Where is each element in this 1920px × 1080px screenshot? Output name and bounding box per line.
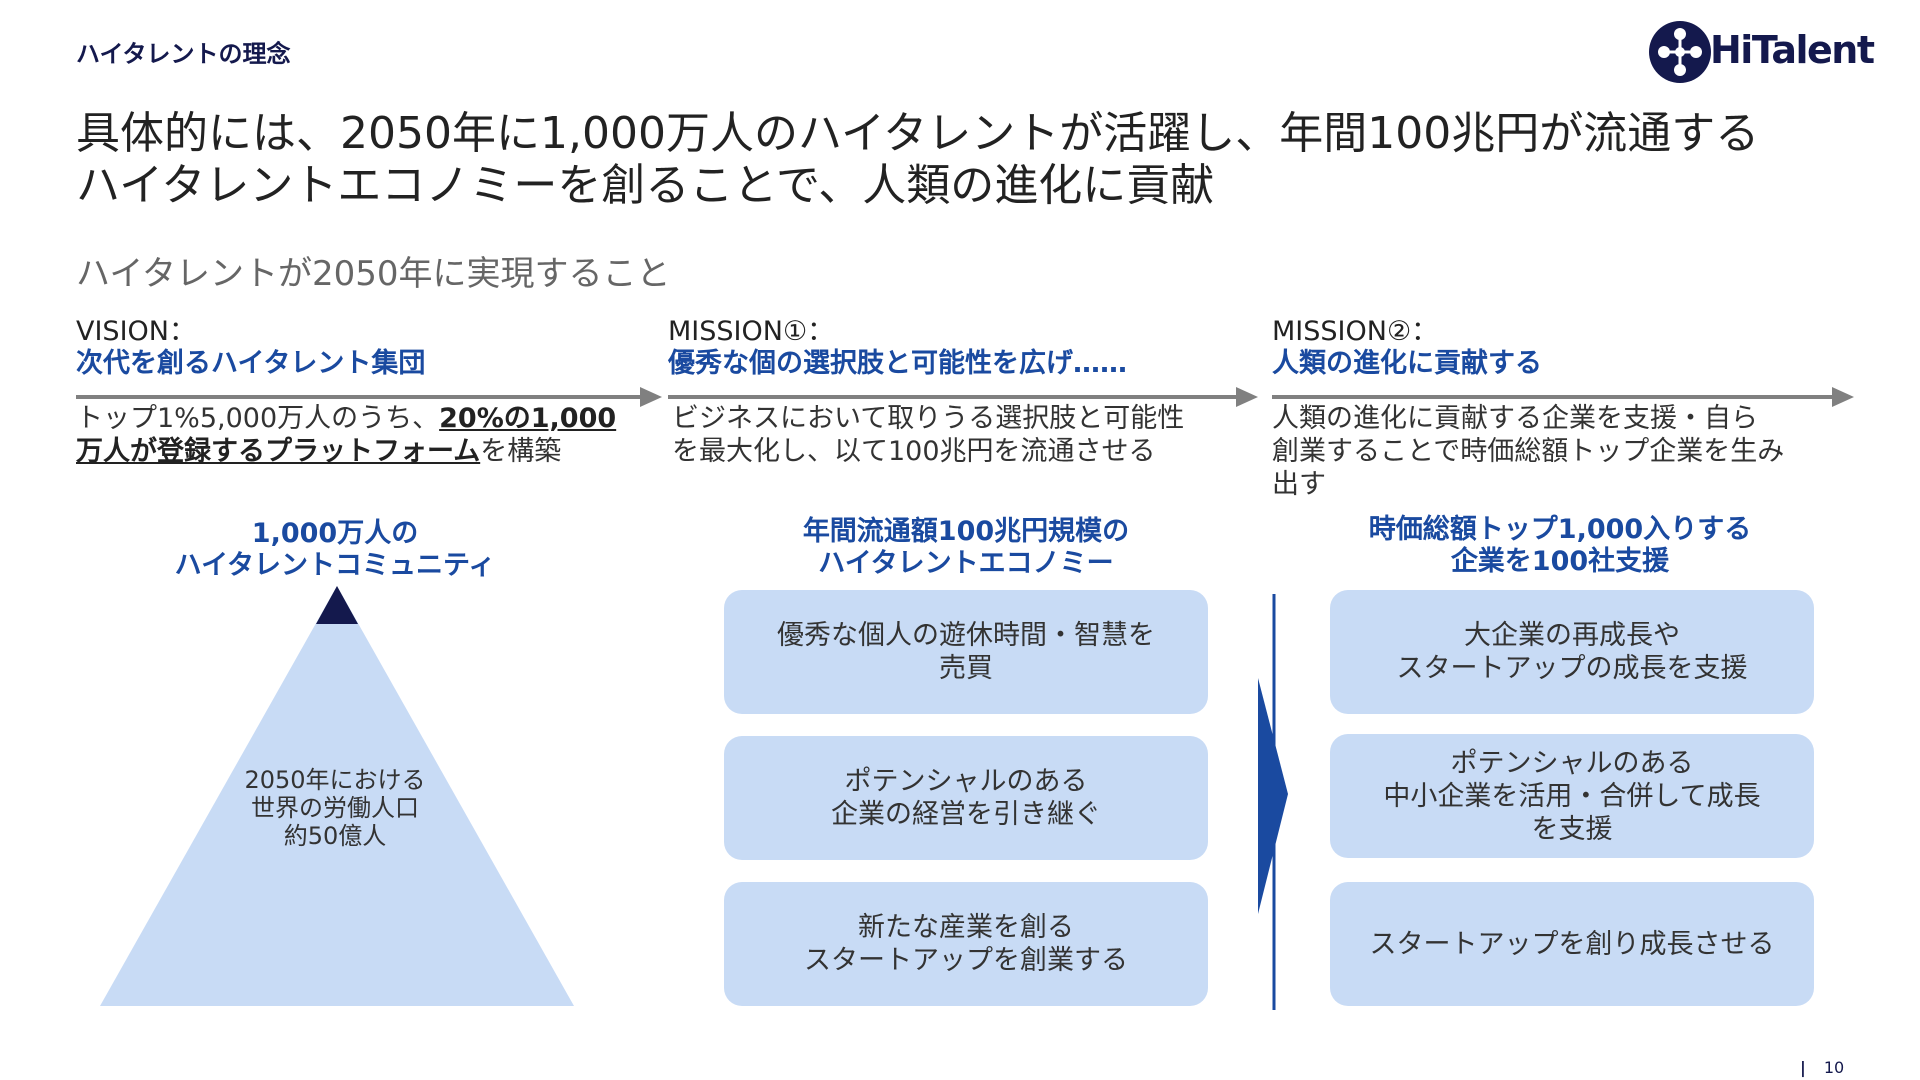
mission2-desc-line-1: 人類の進化に貢献する企業を支援・自ら (1272, 403, 1758, 434)
headline-line-1: 具体的には、2050年に1,000万人のハイタレントが活躍し、年間100兆円が流… (76, 108, 1760, 159)
companies-box-1: 大企業の再成長やスタートアップの成長を支援 (1330, 590, 1814, 714)
economy-box-1: 優秀な個人の遊休時間・智慧を売買 (724, 590, 1208, 714)
vision-title: 次代を創るハイタレント集団 (76, 348, 426, 379)
economy-title-line-1: 年間流通額100兆円規模の (802, 516, 1130, 547)
section-label: ハイタレントの理念 (76, 40, 291, 68)
mission2-title: 人類の進化に貢献する (1272, 348, 1542, 379)
companies-box-3-line-1: スタートアップを創り成長させる (1369, 928, 1775, 960)
economy-box-3: 新たな産業を創るスタートアップを創業する (724, 882, 1208, 1006)
mission1-title: 優秀な個の選択肢と可能性を広げ…… (668, 348, 1127, 379)
vision-arrow-icon (76, 387, 662, 407)
community-title-line-1: 1,000万人の (251, 518, 419, 549)
economy-box-3-line-2: スタートアップを創業する (804, 945, 1128, 976)
page-number: | 10 (1800, 1058, 1844, 1077)
page-number-value: 10 (1823, 1058, 1845, 1077)
vision-desc-emph-2: 万人が登録するプラットフォーム (76, 436, 481, 467)
economy-box-2: ポテンシャルのある企業の経営を引き継ぐ (724, 736, 1208, 860)
mission1-label: MISSION①： (668, 316, 835, 347)
logo-mark-icon (1649, 21, 1711, 83)
companies-box-2-line-3: を支援 (1531, 813, 1613, 845)
mission2-desc-line-3: 出す (1272, 469, 1326, 500)
companies-box-1-line-1: 大企業の再成長や (1464, 620, 1680, 651)
economy-title: 年間流通額100兆円規模の ハイタレントエコノミー (700, 516, 1232, 580)
companies-box-2: ポテンシャルのある中小企業を活用・合併して成長を支援 (1330, 734, 1814, 858)
vision-header: VISION： 次代を創るハイタレント集団 (76, 316, 636, 380)
community-title: 1,000万人の ハイタレントコミュニティ (80, 518, 590, 582)
companies-box-3: スタートアップを創り成長させる (1330, 882, 1814, 1006)
hitalent-logo: HiTalent (1648, 20, 1875, 86)
companies-box-2-line-2: 中小企業を活用・合併して成長 (1383, 780, 1761, 812)
page-headline: 具体的には、2050年に1,000万人のハイタレントが活躍し、年間100兆円が流… (76, 108, 1856, 212)
economy-box-3-line-1: 新たな産業を創る (858, 912, 1074, 943)
companies-title: 時価総額トップ1,000入りする 企業を100社支援 (1310, 514, 1810, 578)
mission2-desc-line-2: 創業することで時価総額トップ企業を生み (1272, 436, 1785, 467)
pyramid-base (100, 586, 574, 1006)
mission2-arrow-icon (1272, 387, 1854, 407)
mission1-header: MISSION①： 優秀な個の選択肢と可能性を広げ…… (668, 316, 1228, 380)
mission1-desc-line-2: を最大化し、以て100兆円を流通させる (672, 436, 1156, 467)
page-subheadline: ハイタレントが2050年に実現すること (76, 254, 671, 294)
page-number-divider: | (1800, 1058, 1806, 1077)
economy-box-2-line-2: 企業の経営を引き継ぐ (831, 799, 1101, 830)
vision-desc-post: を構築 (480, 436, 562, 467)
vision-desc-emph-1: 20%の1,000 (439, 403, 617, 434)
companies-title-line-1: 時価総額トップ1,000入りする (1368, 514, 1752, 545)
economy-box-1-line-1: 優秀な個人の遊休時間・智慧を (777, 620, 1155, 651)
pyramid-label: 2050年における 世界の労働人口 約50億人 (200, 766, 470, 850)
mission1-desc-line-1: ビジネスにおいて取りうる選択肢と可能性 (672, 403, 1185, 434)
mission1-description: ビジネスにおいて取りうる選択肢と可能性 を最大化し、以て100兆円を流通させる (672, 402, 1258, 468)
mission2-description: 人類の進化に貢献する企業を支援・自ら 創業することで時価総額トップ企業を生み 出… (1272, 402, 1862, 501)
companies-box-1-line-2: スタートアップの成長を支援 (1396, 653, 1748, 684)
economy-box-1-line-2: 売買 (939, 653, 993, 684)
economy-title-line-2: ハイタレントエコノミー (818, 548, 1114, 579)
pyramid-label-line-1: 2050年における (244, 766, 426, 794)
pyramid-apex (316, 586, 358, 624)
pyramid-label-line-2: 世界の労働人口 (251, 794, 419, 822)
headline-line-2: ハイタレントエコノミーを創ることで、人類の進化に貢献 (76, 160, 1215, 211)
economy-box-2-line-1: ポテンシャルのある (844, 766, 1088, 797)
mission2-label: MISSION②： (1272, 316, 1439, 347)
pyramid-label-line-3: 約50億人 (283, 822, 387, 850)
companies-title-line-2: 企業を100社支援 (1450, 546, 1670, 577)
vision-desc-pre: トップ1%5,000万人のうち、 (76, 403, 440, 434)
logo-text: HiTalent (1710, 28, 1875, 72)
community-title-line-2: ハイタレントコミュニティ (174, 550, 496, 581)
vision-description: トップ1%5,000万人のうち、20%の1,000 万人が登録するプラットフォー… (76, 402, 656, 468)
mission2-header: MISSION②： 人類の進化に貢献する (1272, 316, 1832, 380)
pyramid-diagram (100, 586, 574, 1006)
vision-label: VISION： (76, 316, 196, 347)
chevron-divider-icon (1258, 594, 1288, 1010)
companies-box-2-line-1: ポテンシャルのある (1450, 747, 1694, 779)
mission1-arrow-icon (668, 387, 1258, 407)
